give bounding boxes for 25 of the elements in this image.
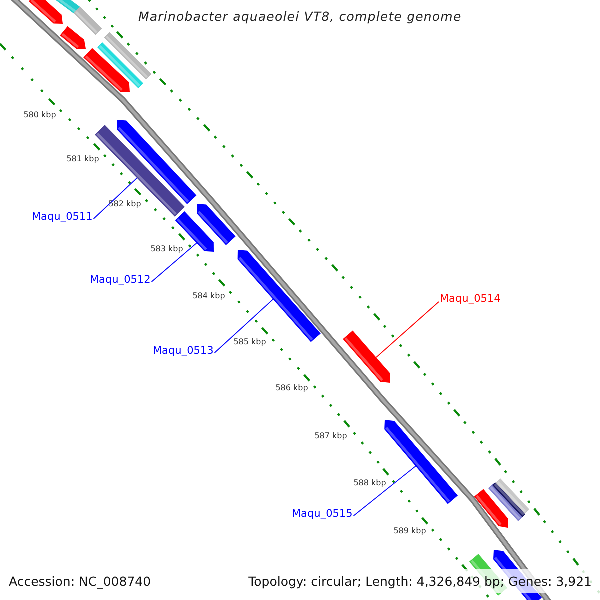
scale-label: 587 kbp (314, 432, 348, 440)
scale-label: 586 kbp (276, 384, 308, 392)
scale-label: 580 kbp (24, 110, 56, 120)
gene-label: Maqu_0511 (32, 211, 93, 223)
gene-label: Maqu_0512 (90, 274, 151, 286)
leader-line (151, 242, 198, 282)
scale-label: 581 kbp (66, 154, 100, 164)
gene-label: Maqu_0514 (440, 293, 501, 305)
gene-label: Maqu_0515 (292, 508, 353, 520)
scale-label: 588 kbp (354, 478, 386, 488)
leader-line (353, 466, 416, 516)
leader-line (214, 299, 274, 354)
gene-feature (343, 330, 390, 383)
accession-text: Accession: NC_008740 (9, 574, 152, 589)
leader-line (376, 302, 440, 358)
gene-label: Maqu_0513 (153, 345, 214, 357)
scale-label: 583 kbp (150, 244, 184, 254)
gene-feature (384, 420, 458, 504)
map-title: Marinobacter aquaeolei VT8, complete genome (138, 9, 462, 24)
scale-label: 589 kbp (394, 526, 426, 536)
scale-label: 584 kbp (192, 292, 226, 300)
genome-summary-text: Topology: circular; Length: 4,326,849 bp; Genes: 3,921 (248, 574, 592, 589)
leader-line (93, 178, 138, 220)
scale-label: 582 kbp (108, 200, 142, 208)
scale-label: 585 kbp (234, 338, 266, 346)
